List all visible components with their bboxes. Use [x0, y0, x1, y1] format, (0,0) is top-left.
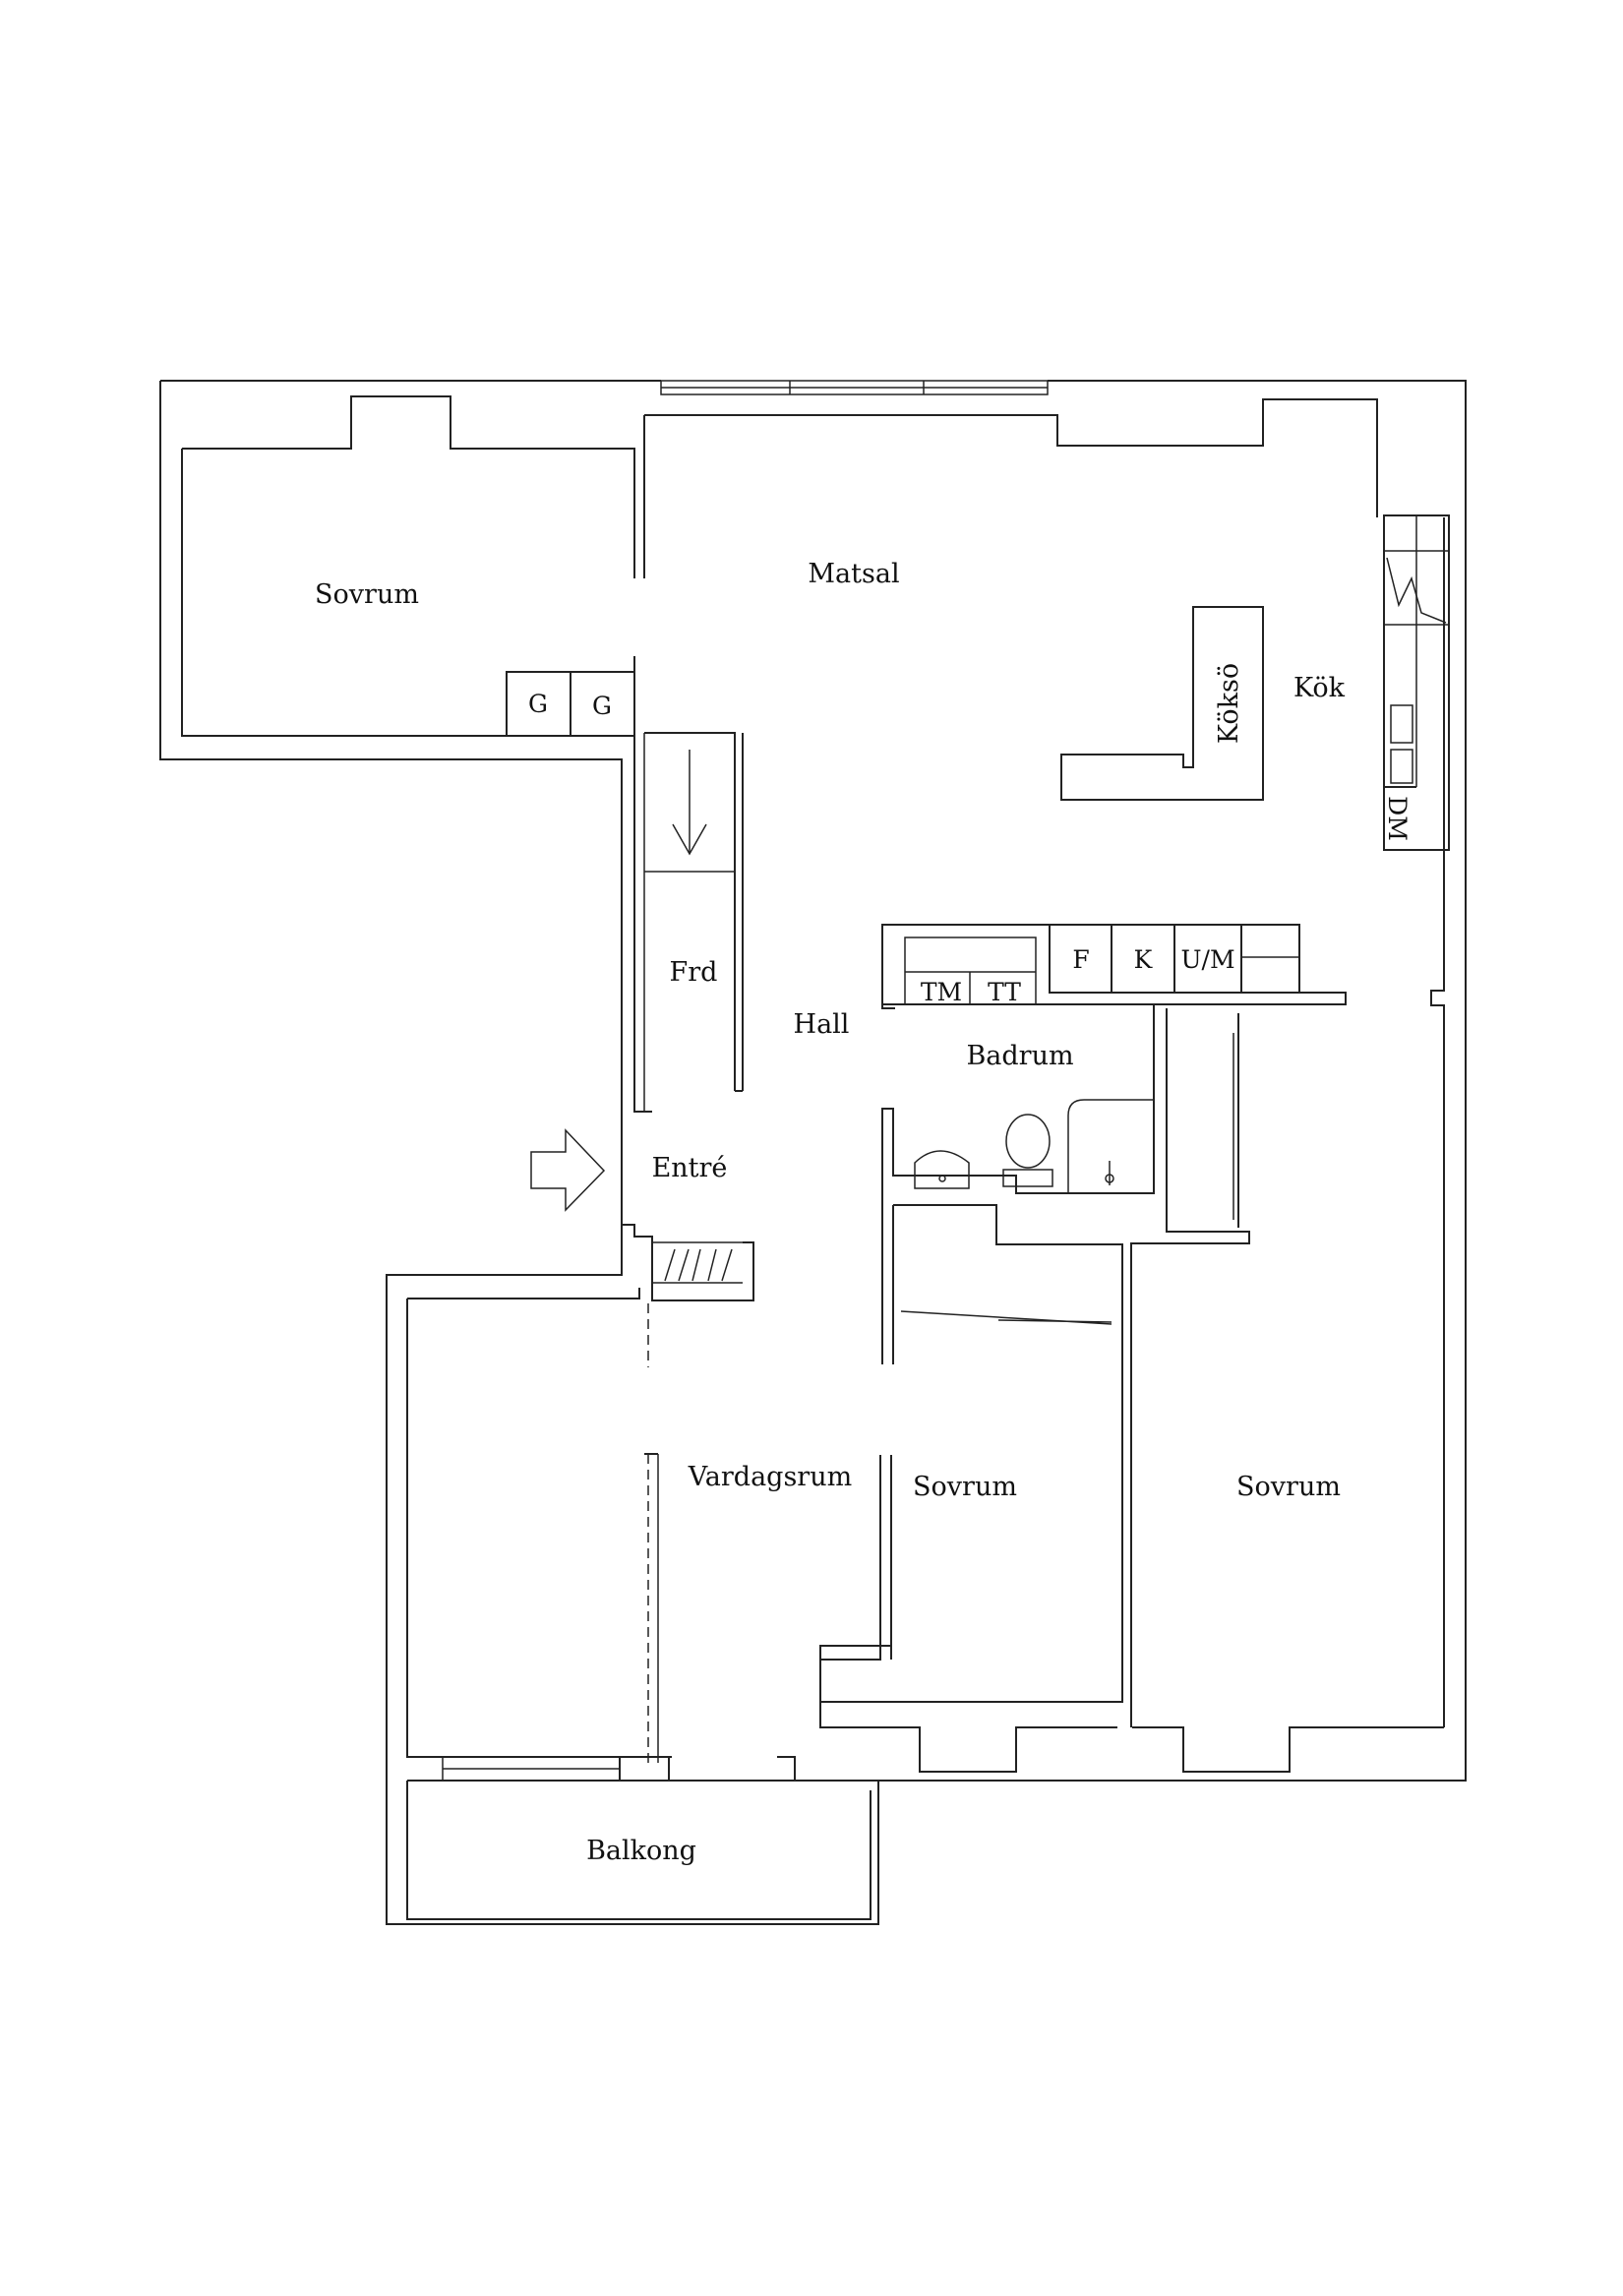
outer-walls — [159, 380, 1467, 1925]
balcony — [406, 1780, 879, 1924]
label-frd: Frd — [670, 957, 718, 988]
washer-tm: TM — [921, 978, 962, 1006]
label-matsal: Matsal — [808, 559, 899, 589]
entrance-closet — [622, 1224, 754, 1301]
label-vardagsrum: Vardagsrum — [688, 1462, 852, 1492]
top-windows — [660, 380, 1049, 395]
freezer-f: F — [1072, 945, 1089, 974]
east-closet — [1130, 1008, 1250, 1727]
label-entre: Entré — [652, 1153, 728, 1183]
frd-column — [633, 656, 744, 1113]
entrance-arrow-icon — [530, 1128, 606, 1212]
oven-um: U/M — [1180, 945, 1234, 974]
wardrobes: G G — [506, 671, 635, 737]
kitchen-island — [1060, 606, 1264, 801]
label-badrum: Badrum — [966, 1041, 1073, 1071]
label-sovrum-mid: Sovrum — [913, 1472, 1017, 1502]
bathroom — [819, 1004, 1155, 1703]
label-hall: Hall — [794, 1009, 850, 1040]
living-room — [442, 1303, 670, 1782]
label-balkong: Balkong — [586, 1836, 696, 1866]
utility-row: TM TT F K U/M — [881, 924, 1347, 1009]
label-sovrum-nw: Sovrum — [315, 579, 419, 610]
dishwasher-dm: DM — [1383, 796, 1412, 841]
bedroom-mid-walls — [820, 1310, 1112, 1661]
label-sovrum-east: Sovrum — [1236, 1472, 1341, 1502]
kitchen-counter: DM — [1383, 514, 1450, 851]
wardrobe-g2: G — [592, 692, 612, 720]
label-kok: Kök — [1293, 673, 1346, 703]
fridge-k: K — [1134, 945, 1154, 974]
wardrobe-g1: G — [528, 690, 548, 718]
label-koks: Köksö — [1214, 663, 1244, 744]
dryer-tt: TT — [988, 978, 1021, 1006]
